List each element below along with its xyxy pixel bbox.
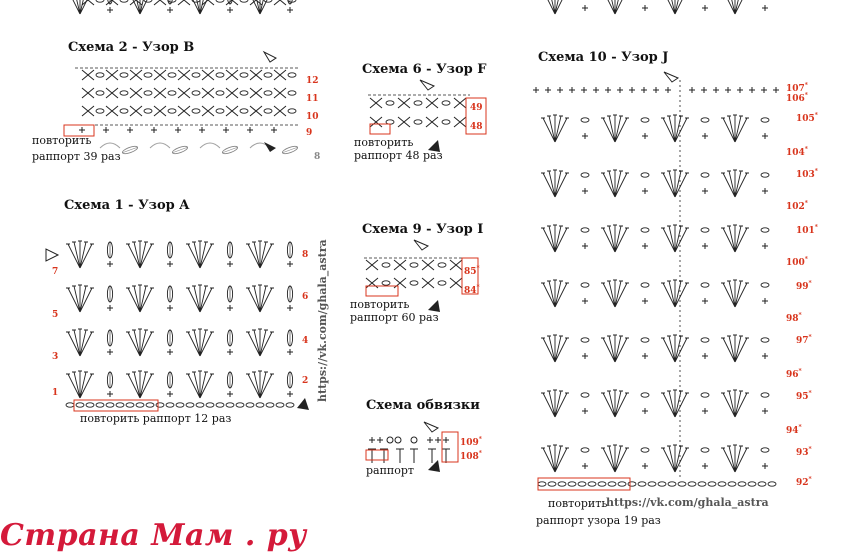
scheme1-repeat: повторить раппорт 12 раз — [80, 412, 232, 425]
scheme2-title: Схема 2 - Узор B — [68, 40, 195, 55]
scheme1-chart — [45, 0, 309, 412]
scheme10-repeat-line2: раппорт узора 19 раз — [536, 514, 661, 527]
scheme2-repeat-line2: раппорт 39 раз — [32, 150, 121, 163]
scheme6-repeat-line1: повторить — [354, 136, 414, 149]
scheme2-row-8: 8 — [314, 152, 321, 162]
edging-repeat: раппорт — [366, 464, 415, 477]
scheme10-row-105: 105* — [796, 112, 818, 124]
scheme10-repeat-line1: повторить — [548, 497, 608, 510]
scheme1-row-8: 8 — [302, 250, 309, 260]
scheme2-row-10: 10 — [306, 112, 319, 122]
scheme9-row-85-text: 85 — [464, 267, 477, 277]
scheme10-chart — [532, 0, 780, 491]
scheme9-row-85: 85* — [464, 265, 480, 277]
scheme10-row-99: 99* — [796, 280, 812, 292]
scheme6-row-49: 49 — [470, 103, 483, 113]
scheme10-row-98: 98* — [786, 312, 802, 324]
scheme10-title: Схема 10 - Узор J — [538, 50, 669, 65]
scheme10-row-104: 104* — [786, 146, 808, 158]
scheme10-row-102: 102* — [786, 200, 808, 212]
scheme10-row-96: 96* — [786, 368, 802, 380]
scheme2-row-12: 12 — [306, 76, 319, 86]
vertical-watermark: https://vk.com/ghala_astra — [316, 239, 329, 402]
scheme6-title: Схема 6 - Узор F — [362, 62, 487, 77]
edging-row-108-text: 108 — [460, 452, 479, 462]
scheme2-chart — [63, 0, 300, 156]
scheme9-title: Схема 9 - Узор I — [362, 222, 484, 237]
horizontal-watermark: https://vk.com/ghala_astra — [606, 496, 769, 509]
edging-row-109-text: 109 — [460, 438, 479, 448]
scheme2-row-9: 9 — [306, 128, 313, 138]
scheme1-row-1: 1 — [52, 388, 59, 398]
scheme1-row-7: 7 — [52, 267, 59, 277]
scheme9-row-84-text: 84 — [464, 286, 477, 296]
scheme1-row-6: 6 — [302, 292, 309, 302]
scheme10-row-94: 94* — [786, 424, 802, 436]
edging-title: Схема обвязки — [366, 398, 480, 413]
scheme10-row-101: 101* — [796, 224, 818, 236]
scheme9-repeat-line2: раппорт 60 раз — [350, 311, 439, 324]
scheme6-row-48: 48 — [470, 122, 483, 132]
scheme9-repeat-line1: повторить — [350, 298, 410, 311]
scheme9-row-84: 84* — [464, 284, 480, 296]
scheme10-row-103: 103* — [796, 168, 818, 180]
scheme10-row-106: 106* — [786, 92, 808, 104]
scheme1-row-3: 3 — [52, 352, 59, 362]
edging-row-109: 109* — [460, 436, 482, 448]
scheme10-row-107: 107* — [786, 82, 808, 94]
scheme6-repeat-line2: раппорт 48 раз — [354, 149, 443, 162]
edging-chart — [365, 421, 459, 472]
edging-row-108: 108* — [460, 450, 482, 462]
strana-mam-logo: Страна Мам . ру — [0, 518, 307, 553]
scheme9-chart — [364, 239, 479, 312]
scheme1-title: Схема 1 - Узор A — [64, 198, 190, 213]
scheme2-row-11: 11 — [306, 94, 319, 104]
scheme1-row-4: 4 — [302, 336, 309, 346]
scheme10-row-100: 100* — [786, 256, 808, 268]
scheme2-repeat-line1: повторить — [32, 134, 92, 147]
scheme1-row-2: 2 — [302, 376, 309, 386]
scheme10-row-92: 92* — [796, 476, 812, 488]
scheme10-row-97: 97* — [796, 334, 812, 346]
scheme6-chart — [368, 79, 487, 152]
scheme10-row-95: 95* — [796, 390, 812, 402]
scheme10-row-93: 93* — [796, 446, 812, 458]
scheme1-row-5: 5 — [52, 310, 59, 320]
